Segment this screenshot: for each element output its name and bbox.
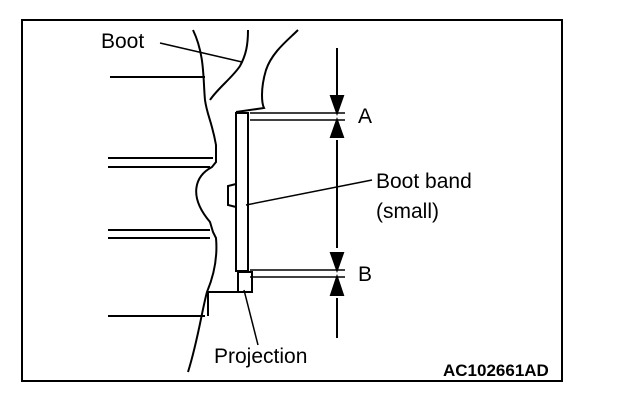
boot-inner-contour: [187, 29, 218, 373]
label-projection: Projection: [214, 345, 307, 368]
figure-code: AC102661AD: [443, 361, 549, 380]
label-dimension-b: B: [358, 263, 372, 286]
dimension-arrows: [329, 48, 345, 338]
boot-band-clip: [227, 183, 237, 208]
shaft-lines: [108, 76, 213, 317]
projection-tab: [237, 271, 253, 293]
boot-band-small: [235, 112, 249, 272]
dimension-extension-lines: [250, 112, 345, 278]
label-dimension-a: A: [358, 105, 372, 128]
leader-lines: [159, 42, 373, 346]
label-boot-band-line2: (small): [376, 200, 439, 223]
label-boot-band-line1: Boot band: [376, 170, 472, 193]
figure-frame: [21, 19, 563, 382]
label-boot: Boot: [101, 30, 144, 53]
boot-outer-contour: [209, 29, 299, 113]
